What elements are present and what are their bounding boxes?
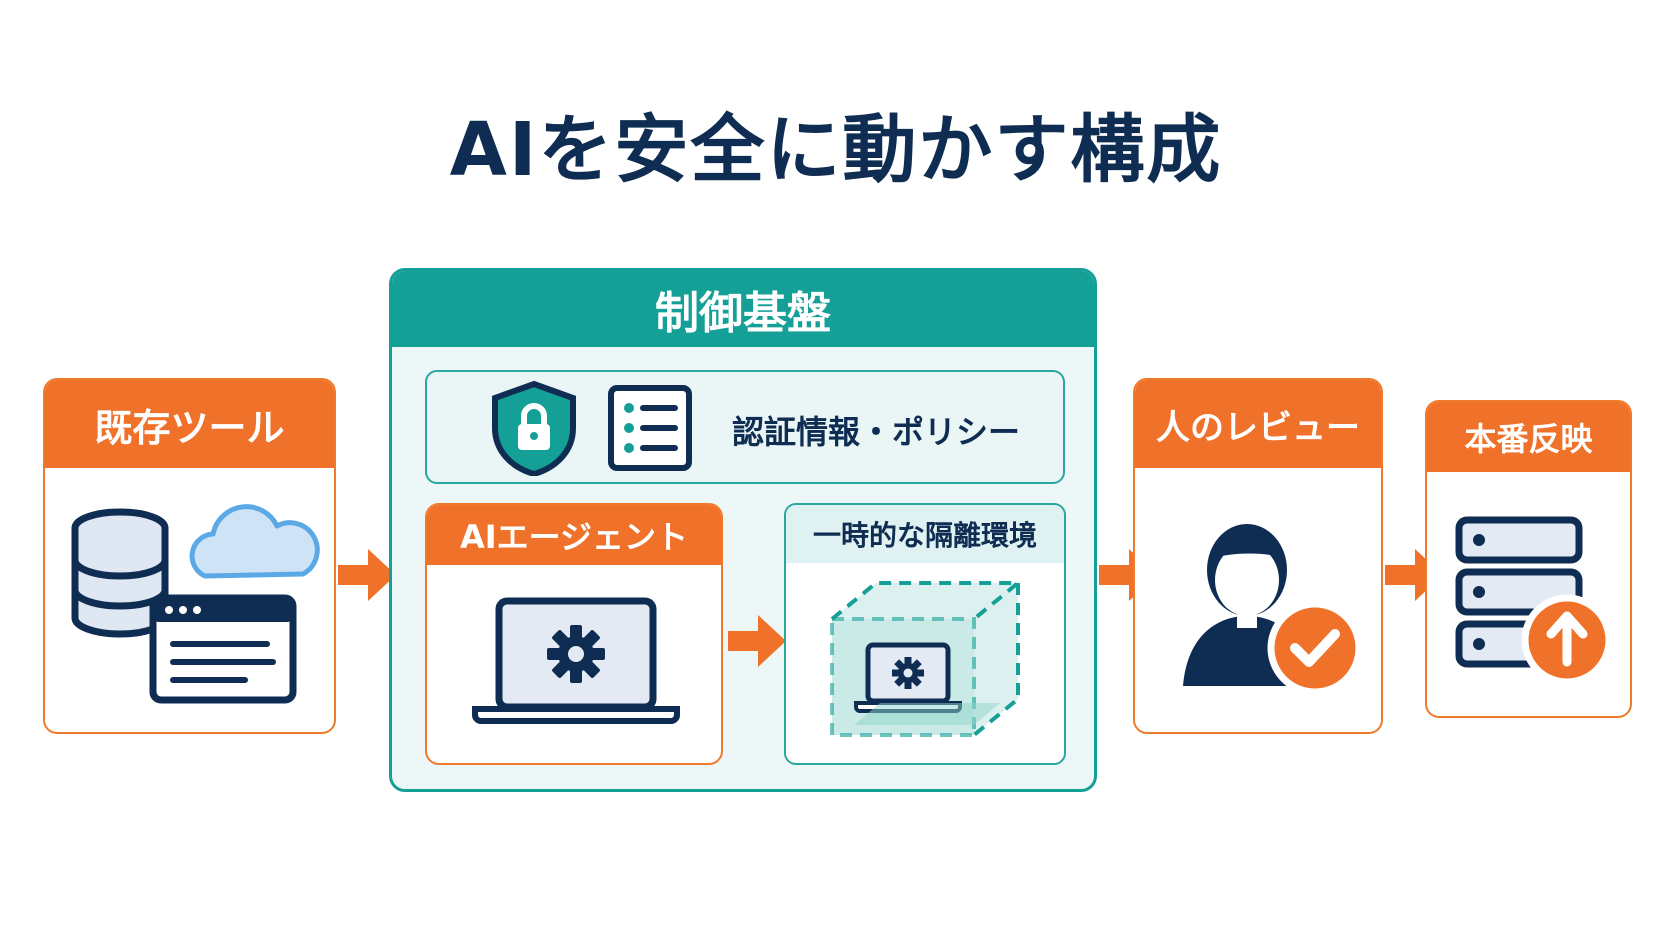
checklist-icon xyxy=(608,385,692,471)
laptop-gear-icon xyxy=(472,597,680,724)
production-header: 本番反映 xyxy=(1427,402,1630,472)
browser-window-icon xyxy=(149,594,297,704)
existing-tools-label: 既存ツール xyxy=(94,405,285,450)
ai-agent-label: AIエージェント xyxy=(459,518,689,556)
cloud-icon xyxy=(189,504,320,579)
production-box: 本番反映 xyxy=(1425,400,1632,718)
shield-lock-icon xyxy=(492,380,576,476)
human-review-header: 人のレビュー xyxy=(1135,380,1381,468)
production-label: 本番反映 xyxy=(1464,420,1593,458)
isolated-env-header: 一時的な隔離環境 xyxy=(786,505,1064,563)
human-review-box: 人のレビュー xyxy=(1133,378,1383,734)
flow-arrow-icon xyxy=(336,545,398,605)
existing-tools-icons xyxy=(45,468,334,732)
ai-agent-header: AIエージェント xyxy=(427,505,721,565)
existing-tools-box: 既存ツール xyxy=(43,378,336,734)
control-platform-label: 制御基盤 xyxy=(655,288,831,339)
human-review-label: 人のレビュー xyxy=(1156,407,1360,448)
server-icon xyxy=(1455,516,1583,668)
sandbox-cube-icon xyxy=(830,581,1024,737)
existing-tools-header: 既存ツール xyxy=(45,380,334,468)
upload-arrow-icon xyxy=(1521,594,1613,686)
isolated-env-box: 一時的な隔離環境 xyxy=(784,503,1066,765)
control-platform-header: 制御基盤 xyxy=(392,271,1094,347)
control-platform-box: 制御基盤 認証情報・ポリシー AIエージェント xyxy=(389,268,1097,792)
credentials-label: 認証情報・ポリシー xyxy=(732,413,1021,451)
flow-arrow-icon xyxy=(726,611,788,671)
checkmark-badge-icon xyxy=(1267,600,1363,696)
credentials-panel: 認証情報・ポリシー xyxy=(425,370,1065,484)
diagram-title: AIを安全に動かす構成 xyxy=(449,107,1223,193)
ai-agent-box: AIエージェント xyxy=(425,503,723,765)
isolated-env-label: 一時的な隔離環境 xyxy=(812,519,1037,552)
